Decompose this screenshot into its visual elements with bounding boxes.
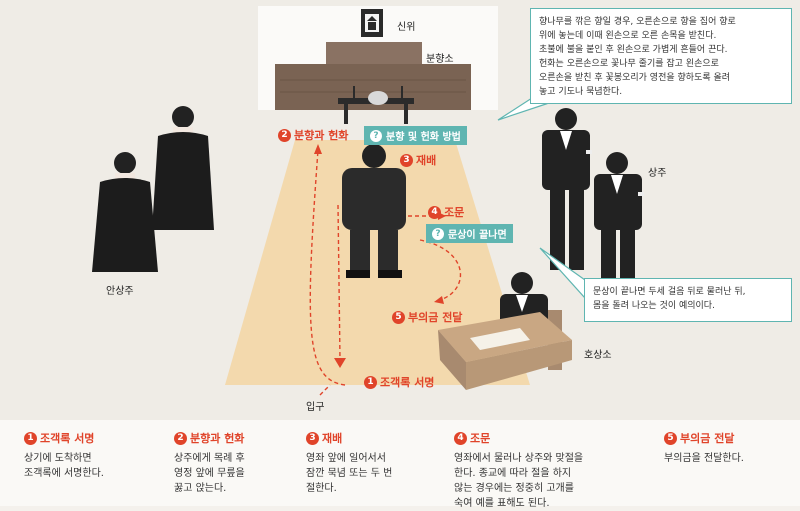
female-mourner-1 <box>92 152 158 272</box>
label-sinwi: 신위 <box>397 22 416 33</box>
floor-carpet <box>225 140 530 385</box>
incense-burner-icon <box>368 91 388 105</box>
mourner-figure <box>342 144 406 278</box>
label-sangju: 상주 <box>648 168 667 179</box>
tip-after-condolence: ?문상이 끝나면 <box>426 224 513 243</box>
label-bunhyangso: 분향소 <box>426 54 454 65</box>
male-mourner-1 <box>542 108 592 270</box>
path-arrow-1 <box>309 149 346 386</box>
question-icon: ? <box>432 227 444 240</box>
callout-incense-method: 향나무를 깎은 향일 경우, 오른손으로 향을 집어 향로 위에 놓는데 이때 … <box>530 8 792 104</box>
label-hosangso: 호상소 <box>584 350 612 361</box>
reception-desk <box>438 272 572 390</box>
tip-incense-method: ?분향 및 헌화 방법 <box>364 126 467 145</box>
scene-drawing <box>92 6 644 396</box>
label-entrance: 입구 <box>306 402 325 413</box>
altar-upper <box>326 42 422 64</box>
male-mourner-2 <box>594 152 644 280</box>
female-mourner-2 <box>152 106 214 230</box>
question-icon: ? <box>370 129 382 142</box>
callout-after-condolence: 문상이 끝나면 두세 걸음 뒤로 물러난 뒤, 몸을 돌려 나오는 것이 예의이… <box>584 278 792 322</box>
label-ansangju: 안상주 <box>106 286 134 297</box>
